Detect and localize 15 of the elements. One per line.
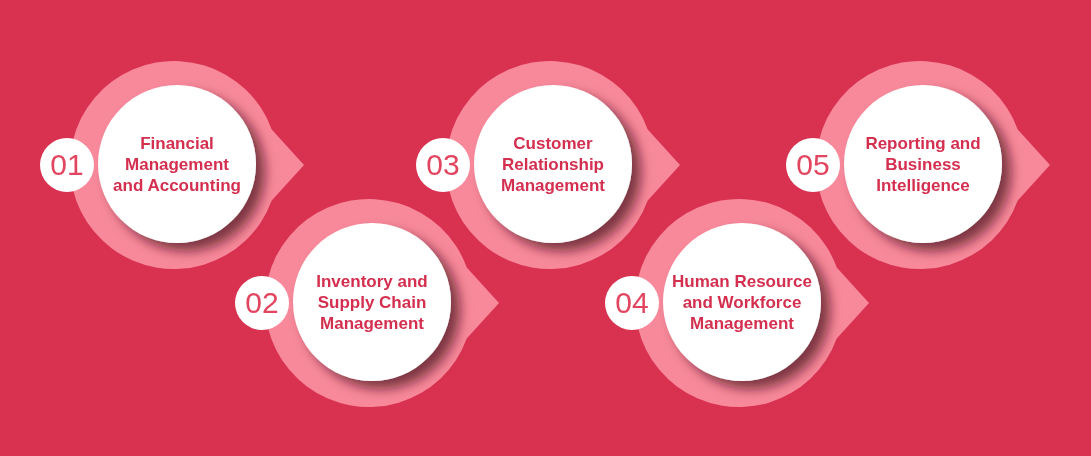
step-title: Customer Relationship Management: [500, 132, 606, 196]
step-number: 03: [416, 138, 470, 192]
step-title: Financial Management and Accounting: [112, 132, 242, 196]
step-ring: [416, 61, 680, 269]
step-title: Human Resource and Workforce Management: [671, 270, 813, 334]
step-ring: [40, 61, 304, 269]
step-number: 04: [605, 276, 659, 330]
step-number: 05: [786, 138, 840, 192]
step-ring: [235, 199, 499, 407]
step-number: 02: [235, 276, 289, 330]
step-ring: [605, 199, 869, 407]
step-ring: [786, 61, 1050, 269]
step-title: Inventory and Supply Chain Management: [315, 270, 429, 334]
step-title: Reporting and Business Intelligence: [864, 132, 982, 196]
step-number: 01: [40, 138, 94, 192]
